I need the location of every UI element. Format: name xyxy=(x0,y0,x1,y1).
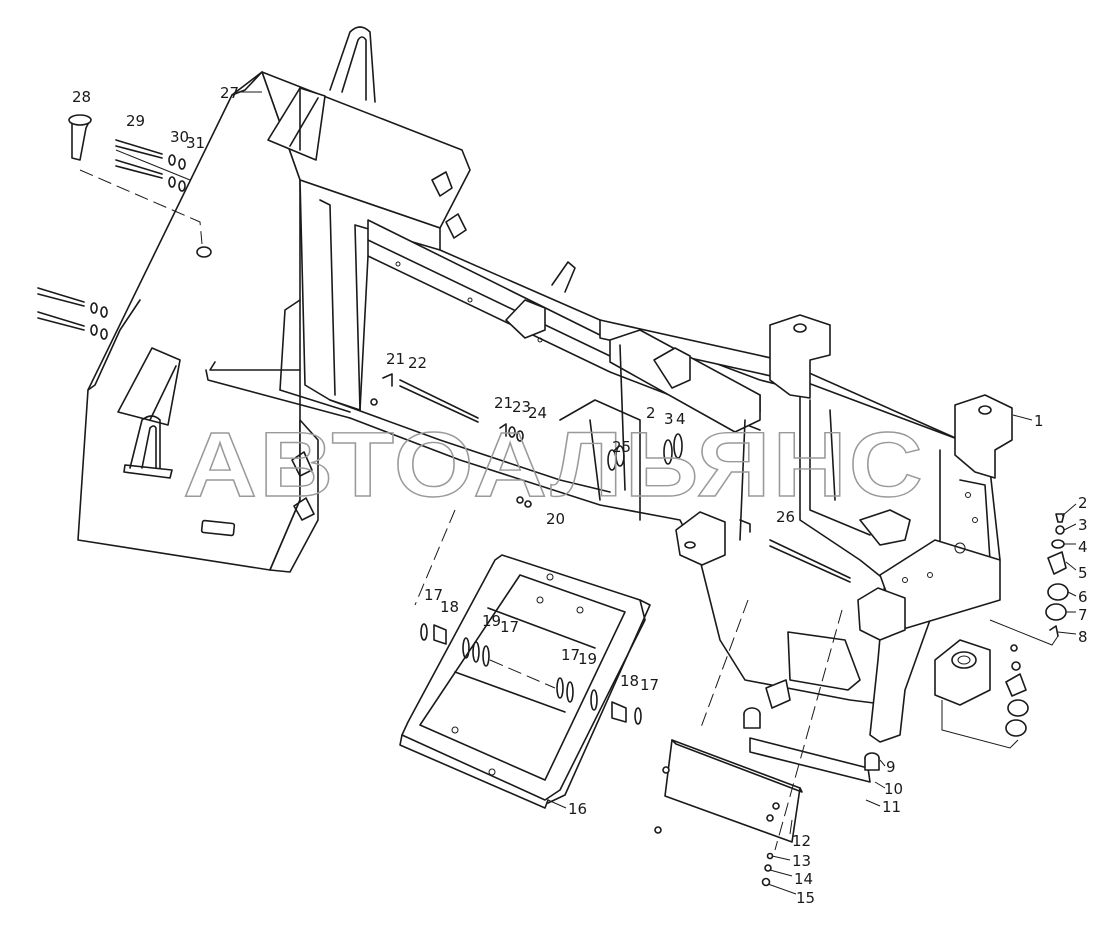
callout-18-b: 18 xyxy=(620,672,639,690)
callout-3-top: 3 xyxy=(664,410,674,428)
callout-16: 16 xyxy=(568,800,587,818)
counterweight xyxy=(77,26,471,573)
callout-17-d: 17 xyxy=(640,676,659,694)
callout-29: 29 xyxy=(126,112,145,130)
callout-19-a: 19 xyxy=(482,612,501,630)
callout-15: 15 xyxy=(796,889,815,907)
callout-2-top: 2 xyxy=(646,404,656,422)
watermark: АВТОАЛЬЯНС xyxy=(183,414,925,516)
callout-14: 14 xyxy=(794,870,813,888)
callout-4: 4 xyxy=(1078,538,1088,556)
callout-1: 1 xyxy=(1034,412,1044,430)
fasteners xyxy=(37,114,1069,887)
callout-19-b: 19 xyxy=(578,650,597,668)
callout-21-b: 21 xyxy=(494,394,513,412)
callout-21-a: 21 xyxy=(386,350,405,368)
callout-31: 31 xyxy=(186,134,205,152)
bottom-plate xyxy=(664,739,803,843)
callout-28: 28 xyxy=(72,88,91,106)
callout-17-c: 17 xyxy=(561,646,580,664)
link-rod xyxy=(743,679,880,783)
callout-18-a: 18 xyxy=(440,598,459,616)
callout-23: 23 xyxy=(512,398,531,416)
callout-17-b: 17 xyxy=(500,618,519,636)
callout-3: 3 xyxy=(1078,516,1088,534)
callout-12: 12 xyxy=(792,832,811,850)
callout-24: 24 xyxy=(528,404,547,422)
callout-2: 2 xyxy=(1078,494,1088,512)
callout-17-a: 17 xyxy=(424,586,443,604)
callout-5: 5 xyxy=(1078,564,1088,582)
main-frame xyxy=(205,179,1013,743)
callout-8: 8 xyxy=(1078,628,1088,646)
callout-30: 30 xyxy=(170,128,189,146)
assembly-lines xyxy=(79,149,1059,851)
callout-26: 26 xyxy=(776,508,795,526)
callout-10: 10 xyxy=(884,780,903,798)
callout-4-top: 4 xyxy=(676,410,686,428)
callout-22: 22 xyxy=(408,354,427,372)
subframe xyxy=(399,554,651,809)
callout-labels: 1 2 3 4 2 3 4 5 6 7 8 9 10 11 12 13 14 1… xyxy=(72,84,1088,907)
callout-6: 6 xyxy=(1078,588,1088,606)
callout-9: 9 xyxy=(886,758,896,776)
callout-13: 13 xyxy=(792,852,811,870)
callout-7: 7 xyxy=(1078,606,1088,624)
callout-25: 25 xyxy=(612,438,631,456)
callout-27: 27 xyxy=(220,84,239,102)
callout-11: 11 xyxy=(882,798,901,816)
leader-lines xyxy=(238,91,1077,895)
callout-20: 20 xyxy=(546,510,565,528)
